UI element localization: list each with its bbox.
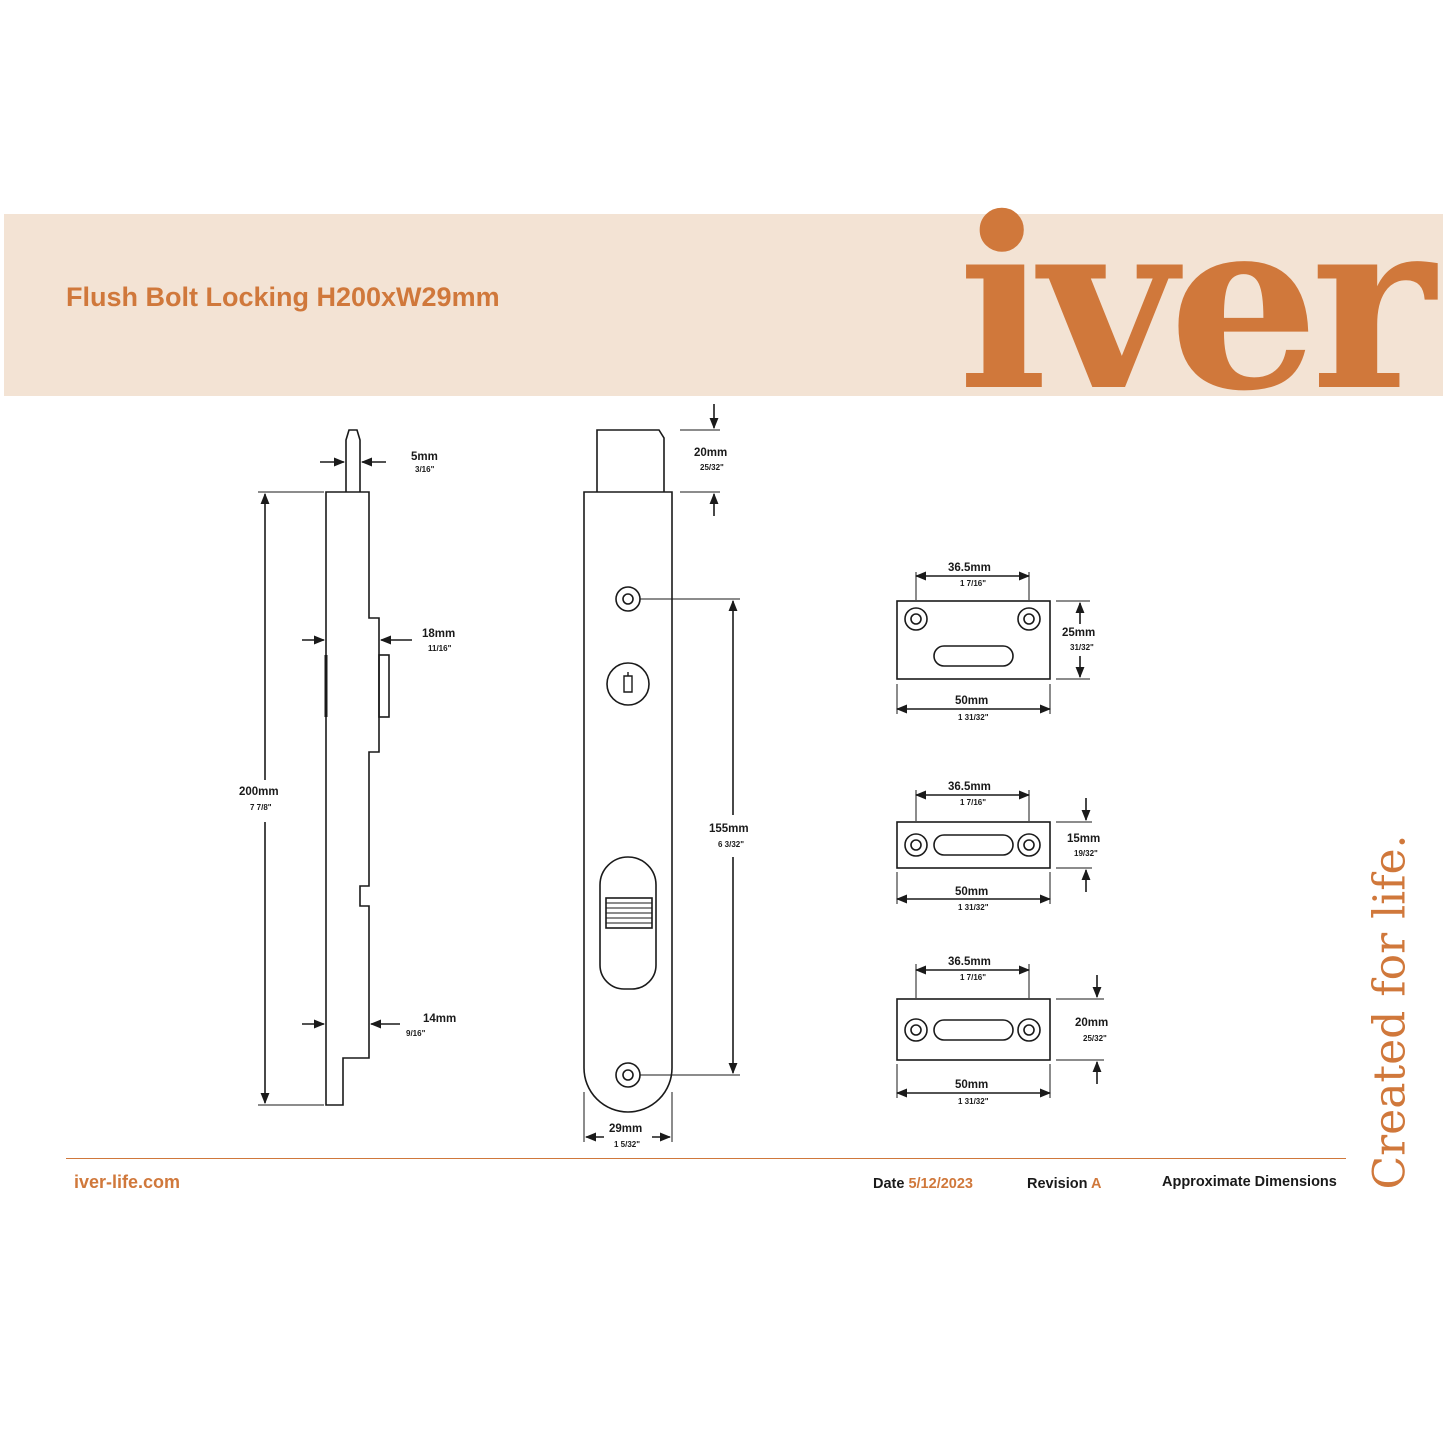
keeper-3-hole-centres: 36.5mm [948,956,991,968]
side-body-outline [325,491,380,1106]
keeper-2-width-inch: 1 31/32" [958,903,989,912]
approximate-note: Approximate Dimensions [1162,1174,1337,1190]
side-view [258,429,412,1106]
keeper-3-height: 20mm [1075,1017,1108,1029]
dim-bolt-throw-inch: 25/32" [700,463,724,472]
keeper-1-hole-centres: 36.5mm [948,562,991,574]
keeper-1 [895,571,1090,714]
dim-bolt-width-inch: 3/16" [415,465,435,474]
front-hole-top [615,586,641,612]
dim-body-depth-inch: 11/16" [428,644,452,653]
dim-bolt-throw: 20mm [694,447,727,459]
front-hole-bottom [615,1062,641,1088]
front-bolt-head [596,429,665,492]
keeper-1-width: 50mm [955,695,988,707]
front-plate [583,491,673,1113]
header-banner [4,214,1443,396]
dim-face-width: 29mm [609,1123,642,1135]
side-bolt-tip [345,429,361,456]
front-view [583,404,740,1142]
keeper-2-hole-centres: 36.5mm [948,781,991,793]
keyhole [606,662,650,706]
keeper-1-width-inch: 1 31/32" [958,713,989,722]
keeper-2-width: 50mm [955,886,988,898]
dim-total-height: 200mm [239,786,279,798]
revision-label: Revision [1027,1176,1091,1192]
side-catch [378,654,390,718]
keeper-2-height-inch: 19/32" [1074,849,1098,858]
revision-value: A [1090,1176,1102,1192]
dim-hole-centres-inch: 6 3/32" [718,840,744,849]
dim-lower-depth: 14mm [423,1013,456,1025]
dim-face-width-inch: 1 5/32" [614,1140,640,1149]
keeper-1-height-inch: 31/32" [1070,643,1094,652]
revision-field: Revision A [1027,1176,1101,1192]
date-field: Date 5/12/2023 [873,1176,973,1192]
brand-logo: iver [958,165,1435,443]
keeper-1-height: 25mm [1062,627,1095,639]
dim-total-height-inch: 7 7/8" [250,803,272,812]
footer-divider [66,1158,1346,1159]
keeper-2-hole-centres-inch: 1 7/16" [960,798,986,807]
slider-recess [599,856,657,990]
dim-lower-depth-inch: 9/16" [406,1029,426,1038]
keeper-1-hole-centres-inch: 1 7/16" [960,579,986,588]
dim-bolt-width: 5mm [411,451,438,463]
dim-hole-centres: 155mm [709,823,749,835]
date-label: Date [873,1176,905,1192]
keeper-2-height: 15mm [1067,833,1100,845]
page-title: Flush Bolt Locking H200xW29mm [66,282,500,312]
website-link[interactable]: iver-life.com [74,1172,181,1192]
keeper-3-hole-centres-inch: 1 7/16" [960,973,986,982]
keeper-3-width-inch: 1 31/32" [958,1097,989,1106]
dim-body-depth: 18mm [422,628,455,640]
keeper-3 [895,964,1104,1098]
keeper-3-height-inch: 25/32" [1083,1034,1107,1043]
date-value: 5/12/2023 [908,1176,973,1192]
keeper-3-width: 50mm [955,1079,988,1091]
keeper-2 [895,790,1092,904]
side-bolt [345,456,361,492]
